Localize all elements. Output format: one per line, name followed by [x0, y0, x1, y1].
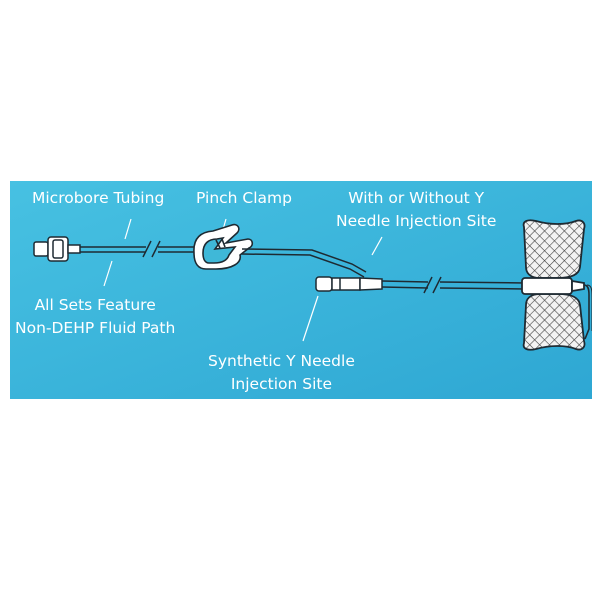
pinch-clamp [193, 223, 254, 270]
label-with-or-without-y: With or Without Y Needle Injection Site [336, 189, 497, 230]
infusion-set-diagram: Microbore Tubing Pinch Clamp With or Wit… [10, 181, 592, 399]
leader-lines [103, 218, 383, 342]
label-synthetic-y-needle: Synthetic Y Needle Injection Site [208, 352, 355, 393]
tubing-to-butterfly [381, 276, 526, 294]
label-all-sets-feature: All Sets Feature Non-DEHP Fluid Path [15, 296, 176, 337]
label-pinch-clamp: Pinch Clamp [196, 189, 292, 207]
label-microbore-tubing: Microbore Tubing [32, 189, 165, 207]
luer-connector [33, 236, 81, 262]
butterfly-wings [521, 219, 586, 351]
diagram-background [10, 181, 592, 399]
tubing-to-y-site [241, 248, 367, 278]
diagram-drawing [10, 181, 592, 399]
y-needle-injection-site [315, 276, 383, 292]
microbore-tubing [80, 240, 194, 258]
